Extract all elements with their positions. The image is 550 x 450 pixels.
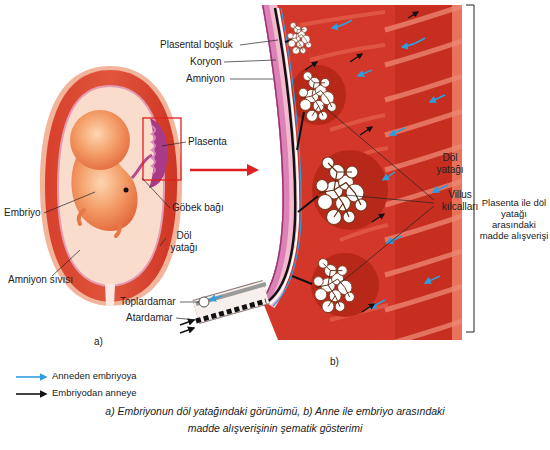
- part-label: Embriyo: [4, 207, 41, 219]
- part-label: Plasental boşluk: [160, 39, 233, 51]
- placenta-detail: [425, 276, 440, 283]
- leader-lines: [160, 238, 166, 246]
- part-label: Toplardamar: [120, 296, 176, 308]
- figure-caption: a) Embriyonun döl yatağındaki görünümü, …: [100, 403, 450, 437]
- placenta-detail: [288, 23, 312, 54]
- uterus-drawing: [45, 70, 177, 302]
- uterus-drawing: [149, 118, 167, 188]
- placenta-detail: [312, 150, 388, 230]
- zoom-marker: [143, 118, 181, 180]
- uterus-drawing: [40, 66, 182, 306]
- placenta-detail: [305, 62, 317, 70]
- legend-text: Anneden embriyoya: [52, 371, 137, 382]
- legend-samples: [16, 377, 46, 394]
- leader-lines: [162, 142, 186, 146]
- part-label: b): [330, 356, 339, 368]
- umbilical-cord: [180, 284, 266, 333]
- embryo-drawing: [70, 110, 152, 236]
- placenta-detail: [332, 20, 352, 28]
- leader-lines: [142, 178, 170, 208]
- leader-lines: [224, 60, 276, 62]
- umbilical-cord: [210, 296, 222, 300]
- zoom-marker: [143, 118, 259, 180]
- placenta-detail: [290, 65, 346, 125]
- placenta-detail: [390, 128, 405, 135]
- umbilical-cord: [199, 297, 209, 307]
- embryo-drawing: [70, 110, 130, 170]
- zoom-marker: [247, 164, 259, 176]
- leader-lines: [322, 105, 434, 200]
- bracket: [466, 5, 474, 332]
- leader-lines: [44, 40, 434, 320]
- part-label: Amniyon: [186, 73, 225, 85]
- embryo-drawing: [116, 222, 120, 236]
- legend-samples: [16, 393, 46, 395]
- leader-lines: [52, 250, 80, 276]
- placenta-detail: [285, 40, 318, 284]
- part-label: Göbek bağı: [172, 202, 224, 214]
- placenta-detail: [402, 38, 425, 47]
- placenta-detail: [385, 6, 462, 345]
- placenta-detail: [370, 300, 385, 308]
- leader-lines: [345, 195, 434, 203]
- placenta-detail: [362, 304, 374, 312]
- part-label: a): [94, 336, 103, 348]
- placenta-detail: [408, 12, 418, 18]
- placenta-detail: [383, 172, 395, 180]
- placenta-detail: [314, 259, 355, 313]
- part-label: Koryon: [190, 56, 222, 68]
- leader-lines: [176, 318, 196, 320]
- placenta-detail: [267, 8, 295, 302]
- placenta-detail: [305, 12, 418, 312]
- placenta-detail: [332, 20, 448, 308]
- embryo-drawing: [79, 210, 84, 224]
- part-label: Döl yatağı: [428, 152, 472, 175]
- placenta-detail: [262, 5, 282, 300]
- part-label: Plasenta: [188, 136, 227, 148]
- part-label: Amniyon sıvısı: [8, 274, 73, 286]
- placenta-detail: [262, 0, 465, 345]
- embryo-drawing: [132, 155, 152, 178]
- uterus-drawing: [152, 126, 155, 174]
- part-label: Döl yatağı: [164, 230, 204, 253]
- leader-lines: [180, 302, 199, 303]
- placenta-detail: [358, 70, 372, 76]
- part-label: Atardamar: [126, 312, 173, 324]
- leader-lines: [230, 79, 273, 80]
- part-label: Villus kılcalları: [434, 189, 486, 212]
- placenta-detail: [433, 185, 448, 192]
- umbilical-cord: [180, 328, 194, 333]
- zoom-marker: [190, 169, 249, 172]
- placenta-detail: [316, 157, 367, 225]
- placenta-detail: [262, 5, 282, 300]
- placenta-detail: [300, 12, 388, 320]
- uterus-drawing: [105, 284, 115, 306]
- legend-text: Embriyodan anneye: [52, 388, 137, 399]
- leader-lines: [44, 192, 95, 213]
- placenta-detail: [262, 0, 465, 345]
- leader-lines: [338, 206, 434, 285]
- legend-samples: [16, 376, 46, 378]
- leader-lines: [240, 40, 278, 45]
- placenta-detail: [350, 54, 362, 62]
- part-label: Plasenta ile döl yatağı arasındaki madde…: [478, 198, 550, 242]
- placenta-detail: [387, 236, 402, 243]
- uterus-drawing: [40, 66, 182, 306]
- placenta-detail: [430, 95, 445, 102]
- placenta-detail: [299, 72, 336, 122]
- placenta-detail: [311, 253, 379, 317]
- embryo-drawing: [124, 188, 129, 193]
- placenta-detail: [360, 127, 372, 135]
- placenta-detail: [262, 5, 282, 300]
- placenta-detail: [372, 214, 384, 222]
- umbilical-cord: [180, 320, 194, 325]
